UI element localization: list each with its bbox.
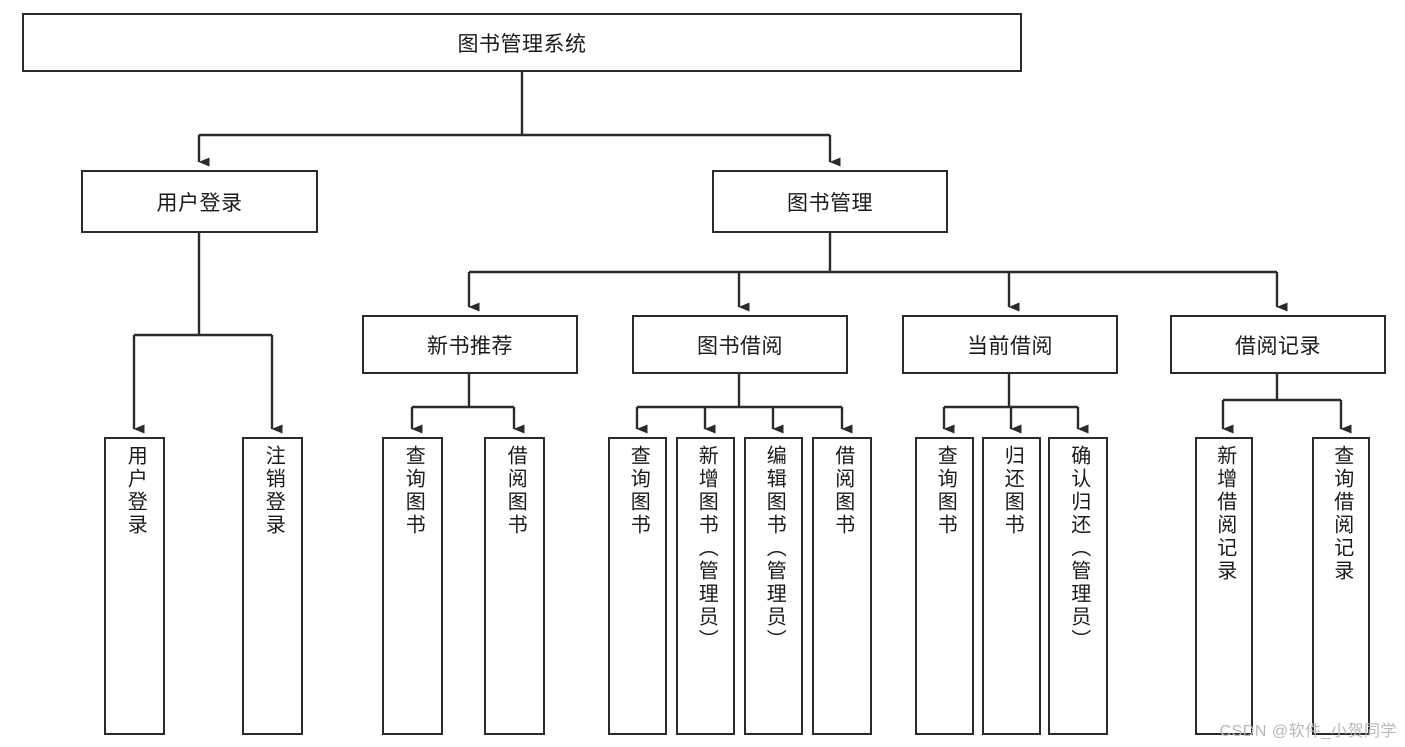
node-book-management[interactable]: 图书管理 xyxy=(712,170,948,233)
node-label: 新增图书（管理员） xyxy=(695,445,718,652)
node-label: 查询借阅记录 xyxy=(1330,445,1353,583)
node-label: 借阅记录 xyxy=(1235,334,1321,358)
node-leaf-borrow-book[interactable]: 借阅图书 xyxy=(812,437,872,735)
node-label: 用户登录 xyxy=(124,445,147,537)
node-label: 编辑图书（管理员） xyxy=(763,445,786,652)
node-label: 用户登录 xyxy=(156,191,243,215)
node-leaf-query-book-current[interactable]: 查询图书 xyxy=(915,437,974,735)
node-label: 注销登录 xyxy=(262,445,285,537)
node-label: 查询图书 xyxy=(934,445,957,537)
node-label: 图书管理系统 xyxy=(457,32,587,56)
node-current-borrow[interactable]: 当前借阅 xyxy=(902,315,1118,374)
node-borrow-record[interactable]: 借阅记录 xyxy=(1170,315,1386,374)
node-label: 图书管理 xyxy=(787,191,873,215)
node-leaf-logout[interactable]: 注销登录 xyxy=(242,437,303,735)
node-label: 图书借阅 xyxy=(697,334,783,358)
node-leaf-query-book-borrow[interactable]: 查询图书 xyxy=(608,437,667,735)
node-leaf-return-book[interactable]: 归还图书 xyxy=(982,437,1041,735)
node-new-book-recommend[interactable]: 新书推荐 xyxy=(362,315,578,374)
node-leaf-confirm-return-admin[interactable]: 确认归还（管理员） xyxy=(1048,437,1108,735)
node-leaf-edit-book-admin[interactable]: 编辑图书（管理员） xyxy=(744,437,803,735)
node-label: 当前借阅 xyxy=(967,334,1053,358)
node-leaf-borrow-book-newbook[interactable]: 借阅图书 xyxy=(484,437,545,735)
node-label: 查询图书 xyxy=(402,445,425,537)
node-root-book-management-system[interactable]: 图书管理系统 xyxy=(22,13,1022,72)
node-label: 新增借阅记录 xyxy=(1213,445,1236,583)
node-label: 归还图书 xyxy=(1001,445,1024,537)
node-leaf-user-login[interactable]: 用户登录 xyxy=(104,437,165,735)
node-label: 确认归还（管理员） xyxy=(1067,445,1090,652)
node-leaf-add-borrow-record[interactable]: 新增借阅记录 xyxy=(1195,437,1253,735)
node-user-login[interactable]: 用户登录 xyxy=(81,170,318,233)
node-book-borrow[interactable]: 图书借阅 xyxy=(632,315,848,374)
node-label: 借阅图书 xyxy=(504,445,527,537)
node-leaf-query-book-newbook[interactable]: 查询图书 xyxy=(382,437,443,735)
node-label: 新书推荐 xyxy=(427,334,513,358)
node-leaf-add-book-admin[interactable]: 新增图书（管理员） xyxy=(676,437,735,735)
node-leaf-query-borrow-record[interactable]: 查询借阅记录 xyxy=(1312,437,1370,735)
node-label: 借阅图书 xyxy=(831,445,854,537)
node-label: 查询图书 xyxy=(627,445,650,537)
